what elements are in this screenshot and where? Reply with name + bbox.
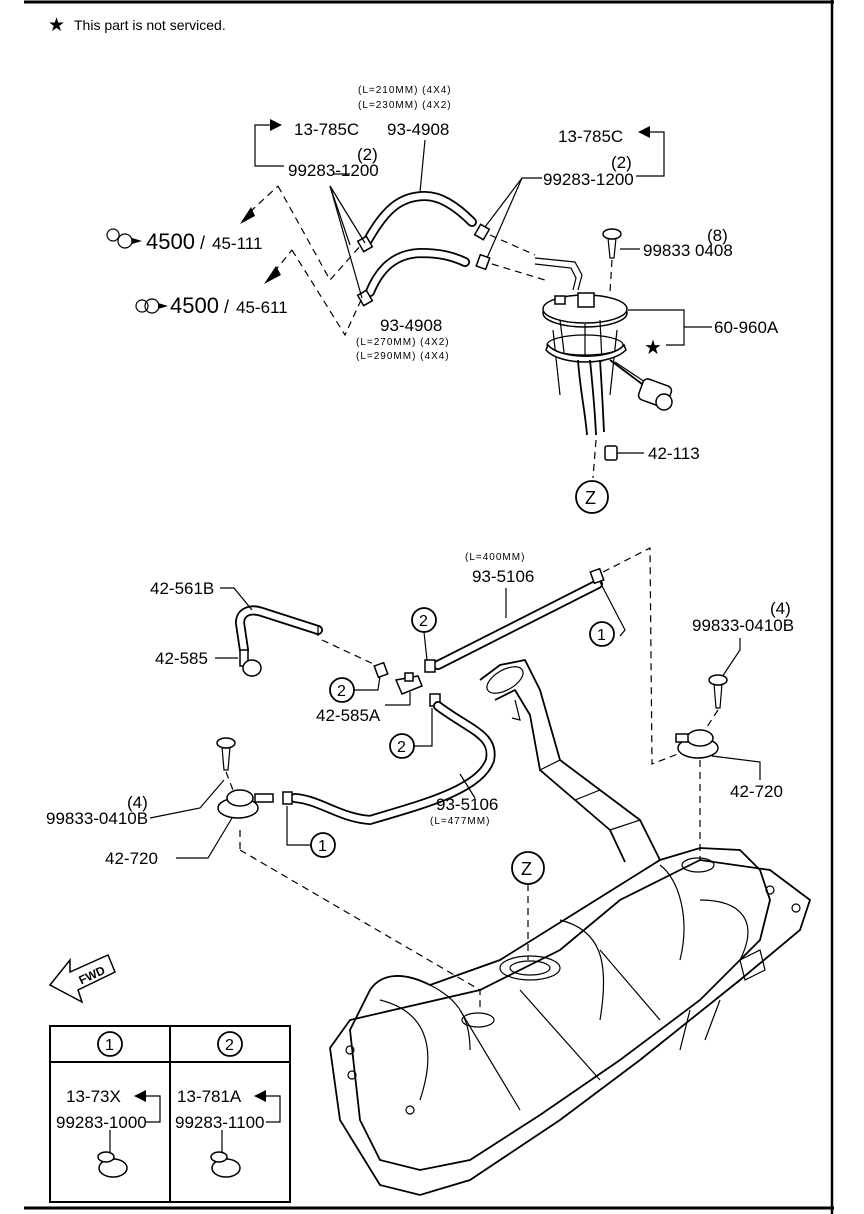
screw-right-qty: (4) <box>770 599 791 618</box>
hose-clamp-2-icon <box>210 1151 241 1178</box>
cap-42-585 <box>239 649 262 677</box>
elbow-42-561b <box>235 605 323 655</box>
fuel-tank <box>329 847 812 1196</box>
ref-2-sub: 45-611 <box>236 298 288 317</box>
top-hose-part: 93-4908 <box>387 120 449 139</box>
clip-legend-table <box>49 1025 291 1203</box>
hose-93-5106-long <box>424 567 605 673</box>
ref-1-icon <box>106 228 142 249</box>
screw-upper <box>602 228 640 293</box>
circle-1-lower <box>310 832 336 858</box>
valve-left <box>217 789 274 819</box>
circle-1-lower-label: 1 <box>318 838 327 855</box>
legend-2-arrow <box>254 1090 266 1102</box>
elbow-part: 42-561B <box>150 579 214 598</box>
z-marker-lower-label: Z <box>521 859 532 879</box>
circle-1-upper-right <box>589 621 615 647</box>
ref-1-code: 4500 <box>146 229 195 254</box>
joint-42-585a <box>373 661 441 707</box>
hose-clamp-1-icon <box>97 1151 128 1178</box>
z-marker-lower <box>511 851 545 885</box>
cap-part: 42-585 <box>155 649 208 668</box>
left-clip-ref: 13-785C <box>294 120 359 139</box>
legend-2-part: 99283-1100 <box>175 1113 265 1132</box>
right-callout-bracket <box>484 126 665 259</box>
screw-upper-qty: (8) <box>707 226 728 245</box>
ref-2-slash: / <box>224 297 229 317</box>
ref-arrow-bottom <box>264 249 363 337</box>
not-serviced-note: This part is not serviced. <box>74 17 226 33</box>
hose-93-4908-bottom <box>365 248 470 297</box>
screw-lower-right <box>704 674 728 731</box>
legend-1-part: 99283-1000 <box>56 1113 147 1132</box>
pump-unit-part: 60-960A <box>714 318 779 337</box>
z-marker-upper <box>575 480 609 514</box>
legend-marker-2-label: 2 <box>225 1037 234 1054</box>
screw-lower-left <box>216 737 236 791</box>
bottom-hose-dim-2: (L=290MM) (4X4) <box>356 351 450 362</box>
plug-part: 42-113 <box>648 444 700 463</box>
screw-left-part: 99833-0410B <box>46 809 148 828</box>
screw-right-part: 99833-0410B <box>692 616 794 635</box>
plug-icon <box>604 445 618 461</box>
legend-1-ref: 13-73X <box>66 1087 121 1106</box>
hose-93-5106-mid <box>282 701 496 825</box>
hose-long-part: 93-5106 <box>472 567 534 586</box>
circle-2-left-label: 2 <box>337 683 346 700</box>
fuel-pump-unit <box>534 257 673 436</box>
bottom-hose-dim-1: (L=270MM) (4X2) <box>356 337 450 348</box>
legend-marker-2 <box>217 1031 243 1057</box>
dash-to-right-valve <box>602 547 689 765</box>
valve-right-part: 42-720 <box>730 782 783 801</box>
circle-2-bottom-label: 2 <box>397 739 406 756</box>
not-serviced-star: ★ <box>48 15 65 36</box>
ref-2-code: 4500 <box>170 293 219 318</box>
fwd-arrow-icon <box>48 953 116 1004</box>
valve-left-part: 42-720 <box>105 849 158 868</box>
ref-2-icon <box>135 298 168 314</box>
top-hose-dim-2: (L=230MM) (4X2) <box>358 100 452 111</box>
screw-left-qty: (4) <box>127 793 148 812</box>
hose-93-4908-top <box>363 191 477 245</box>
ref-arrow-top <box>240 185 363 282</box>
left-clip-part: 99283-1200 <box>288 161 379 180</box>
hose-mid-part: 93-5106 <box>436 795 498 814</box>
right-clip-ref: 13-785C <box>558 127 623 146</box>
right-clip-part: 99283-1200 <box>543 170 634 189</box>
screw-upper-part: 99833 0408 <box>643 241 733 260</box>
plug-dash-line <box>592 439 597 479</box>
filler-pipe <box>479 658 661 863</box>
hose-long-dim: (L=400MM) <box>465 552 525 563</box>
hose-mid-dim: (L=477MM) <box>430 816 490 827</box>
joint-part: 42-585A <box>316 706 381 725</box>
pump-line-dash-2 <box>491 263 546 281</box>
pump-line-dash-1 <box>489 234 536 256</box>
z-marker-upper-label: Z <box>585 488 596 508</box>
right-clip-qty: (2) <box>611 153 632 172</box>
left-callout-bracket <box>254 119 366 299</box>
legend-2-ref: 13-781A <box>177 1087 242 1106</box>
legend-marker-1-label: 1 <box>105 1037 114 1054</box>
valve-right <box>675 729 719 759</box>
left-clip-qty: (2) <box>357 145 378 164</box>
legend-1-arrow <box>134 1090 146 1102</box>
top-hose-leader <box>419 139 426 193</box>
ref-1-slash: / <box>200 233 205 253</box>
circle-1-upper-right-label: 1 <box>597 627 606 644</box>
ref-1-sub: 45-111 <box>212 234 262 253</box>
pump-unit-star: ★ <box>644 337 662 359</box>
circle-2-top-label: 2 <box>419 613 428 630</box>
legend-marker-1 <box>97 1031 123 1057</box>
bottom-hose-part: 93-4908 <box>380 316 442 335</box>
top-hose-dim-1: (L=210MM) (4X4) <box>358 85 452 96</box>
hose-clip-group-upper <box>356 223 491 307</box>
